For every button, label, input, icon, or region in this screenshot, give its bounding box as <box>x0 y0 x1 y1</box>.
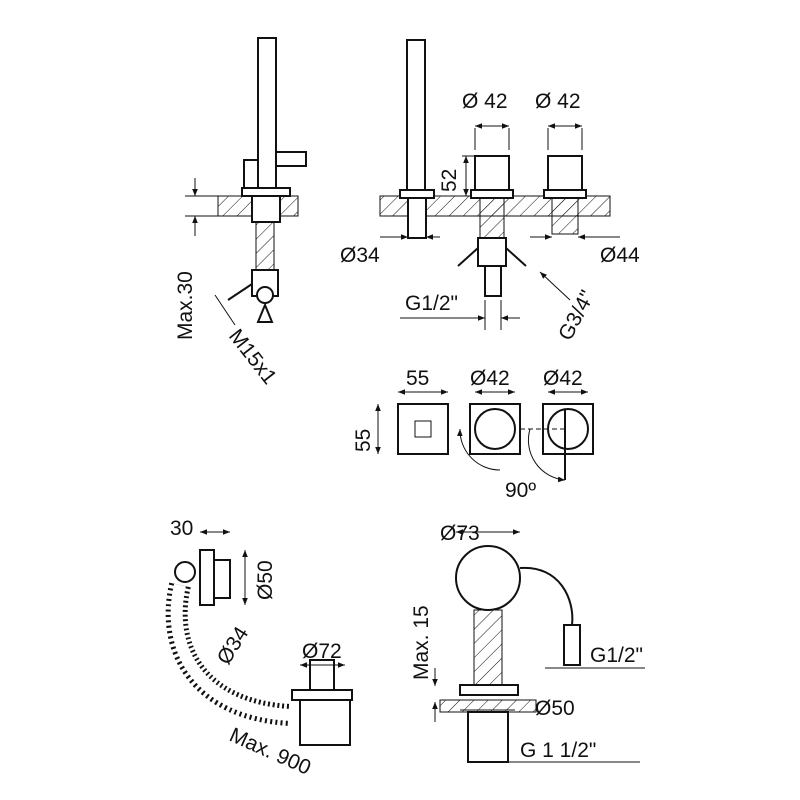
inlet-thread-label: G1/2" <box>405 292 458 315</box>
drain-front-view: Ø73 Max. 15 G1/2" Ø50 G 1 1/2" <box>410 522 645 763</box>
plug-dia-label: Ø72 <box>302 640 342 663</box>
drain-side-view: 30 Ø50 Ø34 Ø72 Max. 900 <box>165 517 353 780</box>
dia-42-mid-label: Ø42 <box>470 367 510 390</box>
top-view: 55 55 Ø42 Ø42 90º <box>352 367 594 502</box>
max-height-label: Max.30 <box>174 271 197 340</box>
flange-dia-label: Ø50 <box>535 697 575 720</box>
dia-42-left-label: Ø 42 <box>462 90 508 113</box>
three-hole-front-view: Ø 42 Ø 42 52 Ø34 Ø44 G1/2" G3/4" <box>340 39 640 345</box>
hose-dia-drain-label: Ø34 <box>213 623 254 669</box>
thread-label: M15x1 <box>224 325 281 389</box>
height-55-label: 55 <box>352 429 375 452</box>
max-15-label: Max. 15 <box>410 605 433 680</box>
outlet-thread-label: G3/4" <box>554 287 599 345</box>
hose-dia-label: Ø34 <box>340 244 380 267</box>
top-dia-label: Ø73 <box>440 522 480 545</box>
inlet-thread-drain-label: G1/2" <box>590 644 643 667</box>
height-52-label: 52 <box>438 169 461 192</box>
rotation-label: 90º <box>505 479 536 502</box>
hand-shower-side-view: Max.30 M15x1 <box>174 37 307 389</box>
right-dia-label: Ø44 <box>600 244 640 267</box>
waste-thread-label: G 1 1/2" <box>520 739 596 762</box>
dia-42-right-label: Ø 42 <box>535 90 581 113</box>
width-55-label: 55 <box>406 367 429 390</box>
depth-30-label: 30 <box>170 517 193 540</box>
dia-42-right-top-label: Ø42 <box>543 367 583 390</box>
overflow-dia-label: Ø50 <box>254 560 277 600</box>
